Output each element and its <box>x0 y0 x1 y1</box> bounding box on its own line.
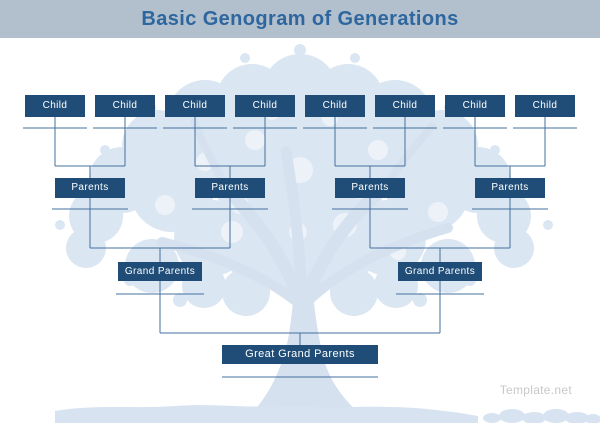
node-parents-4[interactable]: Parents <box>475 178 545 198</box>
node-parents-3[interactable]: Parents <box>335 178 405 198</box>
watermark: Template.net <box>499 383 572 397</box>
connector-grandparents-pair <box>116 281 484 345</box>
node-child-1[interactable]: Child <box>25 95 85 117</box>
connector-parents-pair-1 <box>52 198 268 262</box>
node-child-7[interactable]: Child <box>445 95 505 117</box>
connector-children-pair-3 <box>303 117 437 178</box>
node-child-5[interactable]: Child <box>305 95 365 117</box>
ground-silhouette <box>55 405 478 423</box>
node-child-4[interactable]: Child <box>235 95 295 117</box>
node-child-3[interactable]: Child <box>165 95 225 117</box>
header: Basic Genogram of Generations <box>0 0 600 38</box>
node-parents-2[interactable]: Parents <box>195 178 265 198</box>
page-title: Basic Genogram of Generations <box>141 7 459 30</box>
node-parents-1[interactable]: Parents <box>55 178 125 198</box>
node-child-8[interactable]: Child <box>515 95 575 117</box>
node-great-grandparents[interactable]: Great Grand Parents <box>222 345 378 364</box>
node-child-6[interactable]: Child <box>375 95 435 117</box>
connector-parents-pair-2 <box>332 198 548 262</box>
node-grandparents-2[interactable]: Grand Parents <box>398 262 482 281</box>
connector-children-pair-1 <box>23 117 157 178</box>
connector-children-pair-4 <box>443 117 577 178</box>
node-child-2[interactable]: Child <box>95 95 155 117</box>
node-grandparents-1[interactable]: Grand Parents <box>118 262 202 281</box>
connector-children-pair-2 <box>163 117 297 178</box>
bushes-right <box>483 409 600 423</box>
